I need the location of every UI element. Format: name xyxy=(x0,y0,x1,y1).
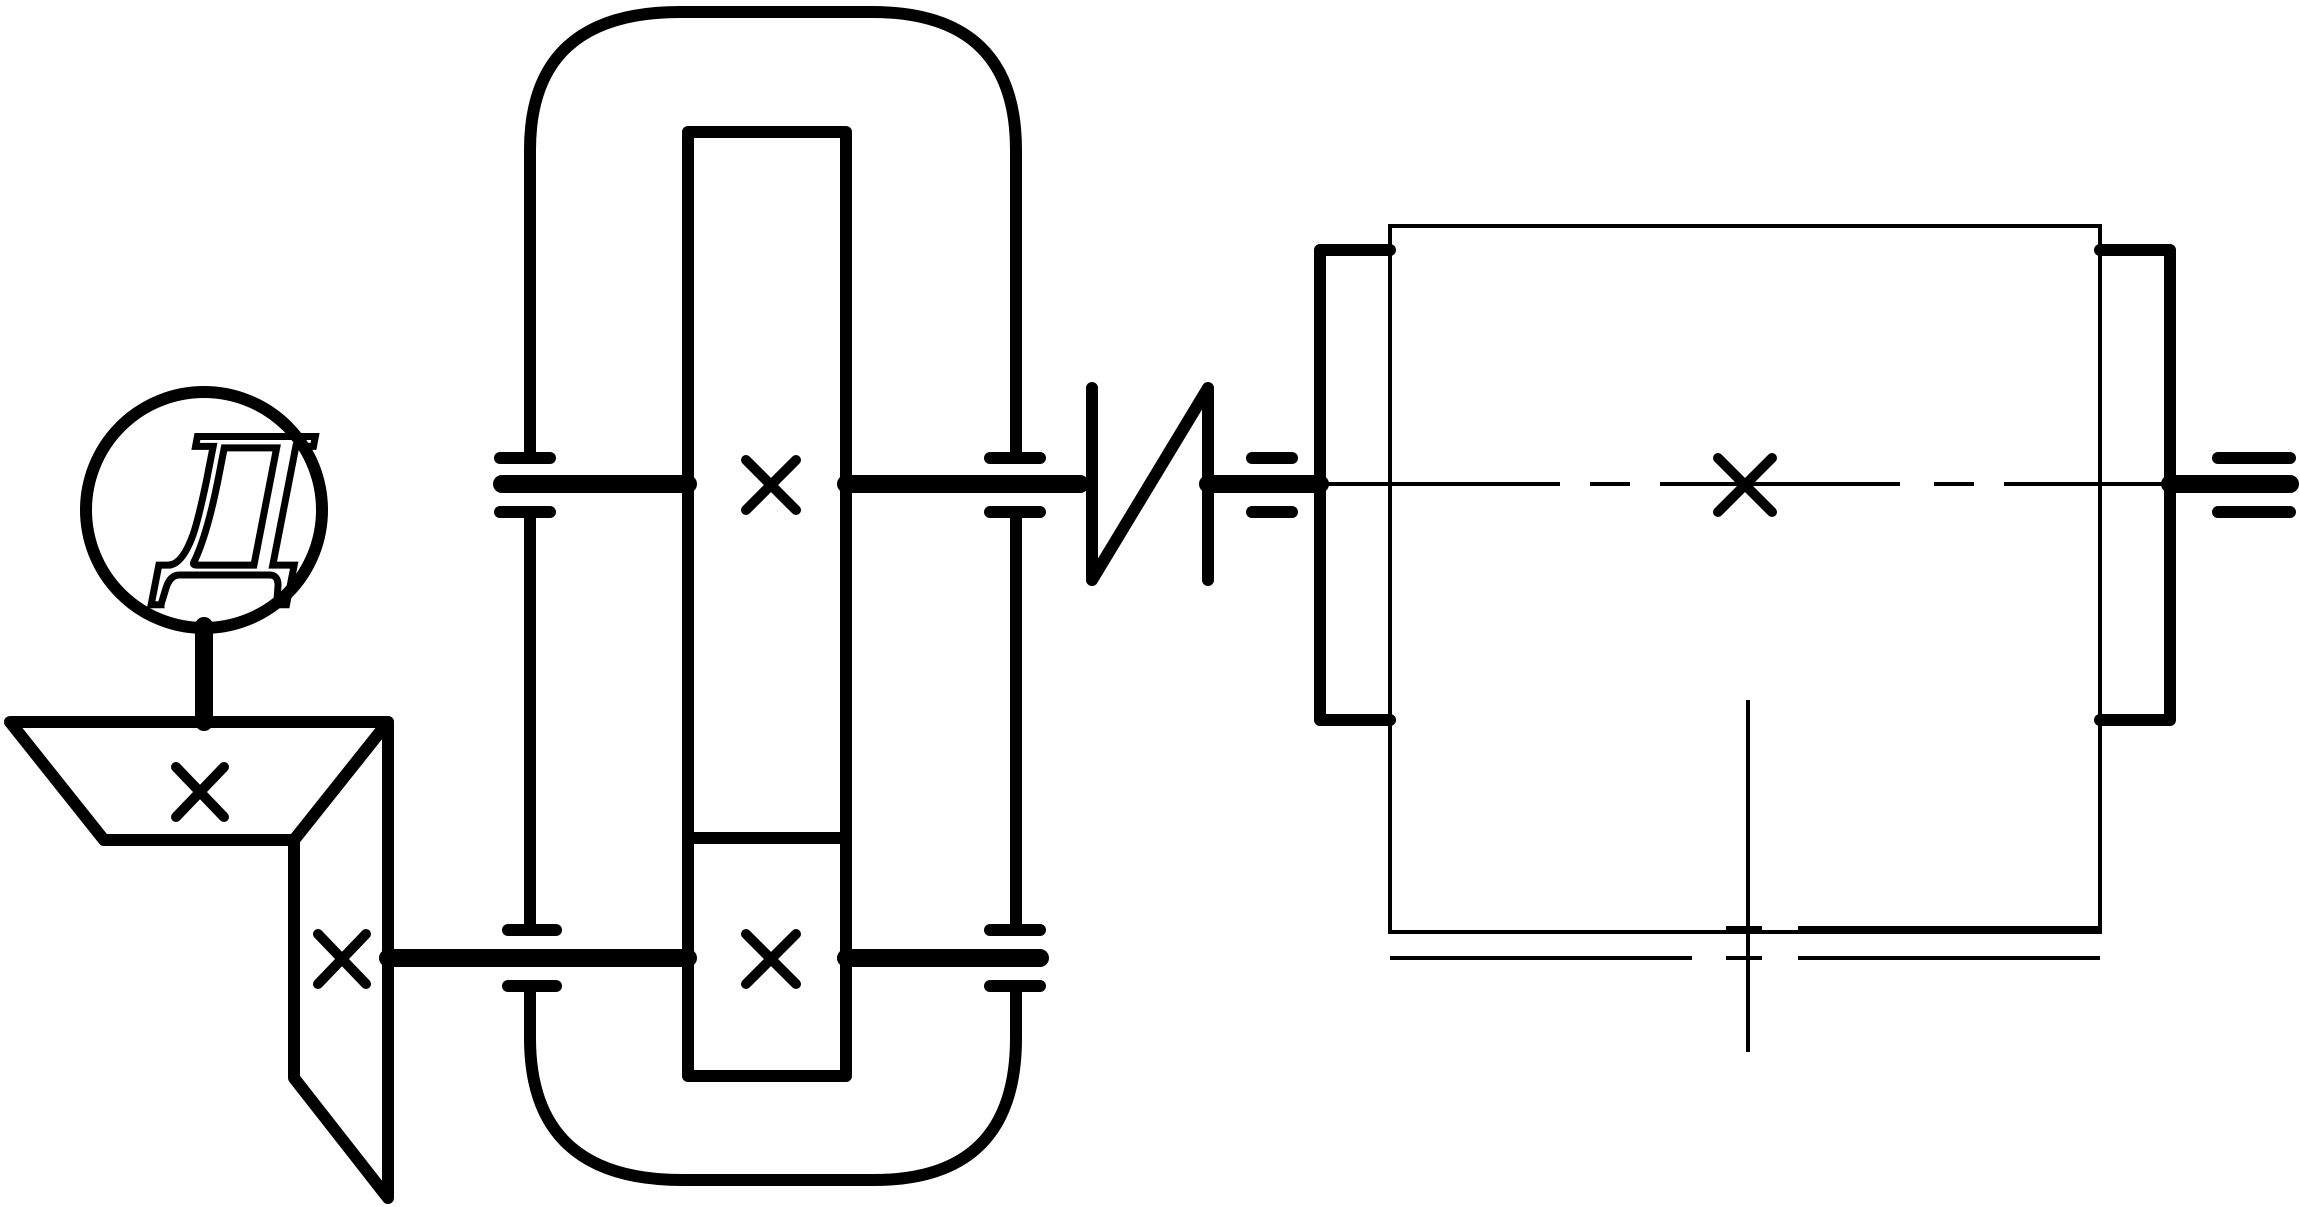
drum xyxy=(1314,224,2299,1052)
bearing-output-right xyxy=(984,452,1046,518)
bevel-gear-vertical xyxy=(288,716,394,1204)
bearing-input-right xyxy=(984,924,1046,992)
spur-gear-pair xyxy=(682,126,852,1082)
bevel-gear-pair xyxy=(4,716,394,1204)
gear-wheel-cross-icon xyxy=(741,455,801,515)
bevel-gear-vertical-cross-icon xyxy=(313,929,371,989)
gearbox-housing xyxy=(524,6,1022,1186)
gear-pinion-cross-icon xyxy=(741,929,801,989)
motor-label: Д xyxy=(151,399,316,620)
bearing-output-left xyxy=(494,452,556,518)
bearing-input-left xyxy=(502,924,562,992)
drum-bottom-broken-line xyxy=(1390,926,2100,960)
electric-motor: Д xyxy=(80,386,328,731)
bearing-drum-right xyxy=(2212,452,2296,518)
drum-body xyxy=(1388,224,2102,934)
housing-top xyxy=(524,6,1022,464)
bevel-gear-horizontal-cross-icon xyxy=(171,762,229,822)
housing-bottom xyxy=(524,984,1022,1186)
drum-center-cross-icon xyxy=(1713,453,1777,517)
bearing-drum-left xyxy=(1246,452,1298,518)
bevel-gear-horizontal xyxy=(4,716,394,846)
coupling xyxy=(1086,382,1329,586)
